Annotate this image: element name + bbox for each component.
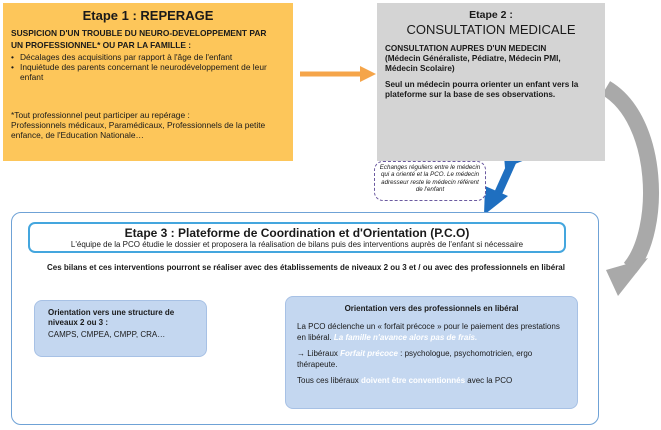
liberal-paragraph-forfait: La PCO déclenche un « forfait précoce » … <box>297 321 566 343</box>
step1-title: Etape 1 : REPERAGE <box>82 8 214 23</box>
step1-bullet-list: Décalages des acquisitions par rapport à… <box>11 52 285 82</box>
liberal-p2-highlight: Forfait précoce <box>340 349 398 358</box>
liberal-p3-highlight: doivent être conventionnés <box>361 376 466 385</box>
pco-title-box: Etape 3 : Plateforme de Coordination et … <box>28 222 566 253</box>
exchange-note: Echanges réguliers entre le médecin qui … <box>374 161 486 201</box>
liberal-p1-text: La PCO déclenche un « forfait précoce » … <box>297 322 560 342</box>
liberal-p2-suffix: : psychologue, psychomotricien, ergo thé… <box>297 349 533 369</box>
liberal-p3-prefix: Tous ces libéraux <box>297 376 362 385</box>
step2-p1-line3: Médecin Scolaire) <box>385 64 455 73</box>
step1-note-body: Professionnels médicaux, Paramédicaux, P… <box>11 120 266 140</box>
liberal-p3-suffix: avec la PCO <box>465 376 513 385</box>
step2-title: Etape 2 : <box>469 9 513 21</box>
step3-description: L'équipe de la PCO étudie le dossier et … <box>70 240 524 249</box>
liberal-paragraph-convention: Tous ces libéraux doivent être conventio… <box>297 375 566 386</box>
step3-title: Etape 3 : Plateforme de Coordination et … <box>124 226 470 240</box>
step2-orientation-text: Seul un médecin pourra orienter un enfan… <box>385 80 579 99</box>
step1-box: Etape 1 : REPERAGE SUSPICION D'UN TROUBL… <box>3 3 293 161</box>
step2-p1-line2: (Médecin Généraliste, Pédiatre, Médecin … <box>385 54 561 63</box>
step1-bullet: Décalages des acquisitions par rapport à… <box>11 52 285 62</box>
liberal-p1-highlight: La famille n'avance alors pas de frais. <box>333 333 478 342</box>
structure-title: Orientation vers une structure de niveau… <box>48 308 175 327</box>
step2-title2: CONSULTATION MEDICALE <box>406 22 576 37</box>
liberal-title: Orientation vers des professionnels en l… <box>344 304 519 313</box>
structure-orientation-box: Orientation vers une structure de niveau… <box>34 300 207 357</box>
step2-p1-line1: CONSULTATION AUPRES D'UN MEDECIN <box>385 44 547 53</box>
step1-note-title: *Tout professionnel peut participer au r… <box>11 110 190 120</box>
step3-main-text: Ces bilans et ces interventions pourront… <box>47 263 565 272</box>
step1-subtitle-line1: SUSPICION D'UN TROUBLE DU NEURO-DEVELOPP… <box>11 28 267 38</box>
step2-box: Etape 2 : CONSULTATION MEDICALE CONSULTA… <box>377 3 605 161</box>
liberal-p2-prefix: → Libéraux <box>297 349 341 358</box>
structure-list: CAMPS, CMPEA, CMPP, CRA… <box>48 330 166 339</box>
step1-subtitle-line2: UN PROFESSIONNEL* OU PAR LA FAMILLE : <box>11 40 192 50</box>
liberal-paragraph-professions: → Libéraux Forfait précoce : psychologue… <box>297 348 566 370</box>
grey-curved-arrow <box>601 81 659 296</box>
liberal-orientation-box: Orientation vers des professionnels en l… <box>285 296 578 409</box>
step2-consultation-text: CONSULTATION AUPRES D'UN MEDECIN (Médeci… <box>385 44 597 74</box>
orange-arrow <box>300 66 376 82</box>
step1-bullet: Inquiétude des parents concernant le neu… <box>11 62 285 82</box>
